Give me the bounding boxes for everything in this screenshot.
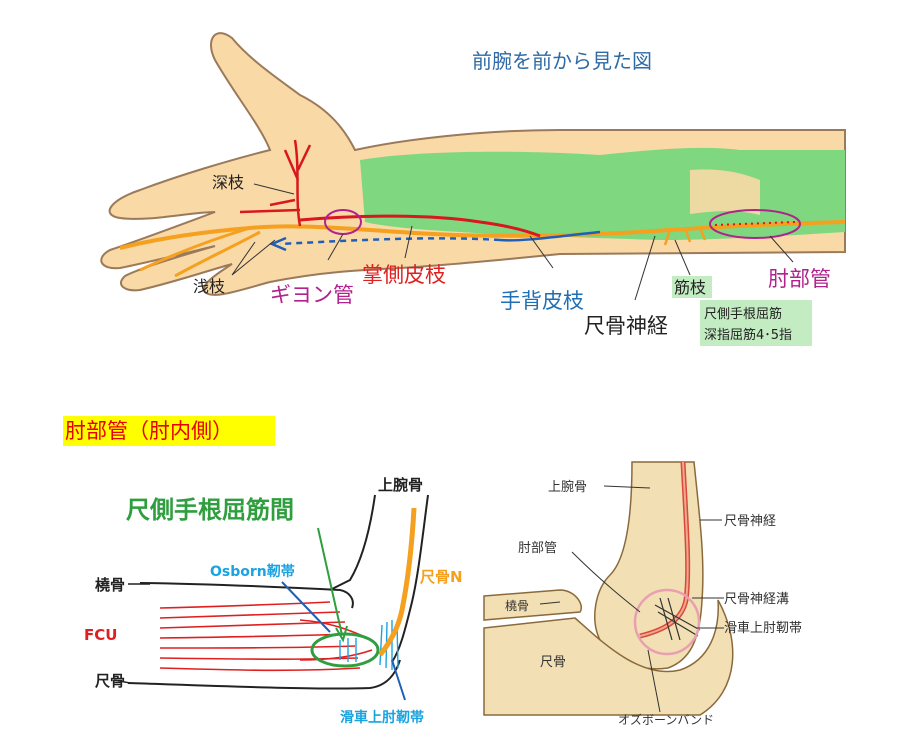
- elbow-diagram-left: 尺側手根屈筋間 上腕骨 Osborn靭帯 尺骨N 橈骨 FCU 尺骨 滑車上肘靭…: [84, 476, 463, 726]
- deep-branch-path: [239, 139, 312, 227]
- right-leader-lines: [539, 485, 724, 713]
- label-palmar-cutaneous: 掌側皮枝: [362, 263, 446, 287]
- right-radius: [483, 589, 582, 621]
- right-label-ulna: 尺骨: [540, 655, 566, 670]
- arrow-trochlear: [391, 659, 406, 701]
- ulnar-branch-lower: [139, 226, 251, 272]
- right-ulna: [483, 599, 734, 716]
- label-cubital-tunnel-top: 肘部管: [768, 267, 831, 291]
- muscular-branches: [663, 227, 707, 246]
- left-label-fcu-heads: 尺側手根屈筋間: [126, 496, 294, 524]
- label-muscle-note-2: 深指屈筋4･5指: [704, 327, 792, 343]
- cubital-dotted: [714, 221, 796, 226]
- label-muscle-note-1: 尺側手根屈筋: [704, 306, 782, 322]
- humerus-outline: [329, 494, 429, 663]
- ulna-outline: [127, 659, 401, 690]
- left-label-trochlear: 滑車上肘靭帯: [340, 709, 424, 726]
- dorsal-cutaneous-arrow: [268, 236, 287, 252]
- muscle-note-bg: [700, 300, 812, 346]
- label-dorsal-cutaneous: 手背皮枝: [500, 289, 584, 313]
- right-label-radius: 橈骨: [505, 599, 529, 613]
- label-deep-branch: 深枝: [212, 173, 244, 192]
- ulnar-nerve-path: [119, 220, 846, 250]
- left-label-radius: 橈骨: [95, 576, 125, 594]
- label-ulnar-nerve: 尺骨神経: [584, 314, 668, 338]
- arrow-osborn: [281, 581, 331, 633]
- elbow-diagram-right: 上腕骨 尺骨神経 肘部管 尺骨神経溝 橈骨 滑車上肘靭帯 尺骨 オズボーンバンド: [483, 461, 802, 727]
- cubital-tunnel-ellipse: [709, 209, 801, 239]
- label-superficial-branch: 浅枝: [193, 277, 225, 296]
- right-label-humerus: 上腕骨: [548, 479, 587, 495]
- dorsal-cutaneous-solid: [499, 230, 601, 242]
- osborne-band-lines: [654, 597, 701, 641]
- right-highlight-circle: [633, 588, 701, 656]
- top-leader-lines: [231, 183, 794, 301]
- right-label-ulnar-groove: 尺骨神経溝: [724, 592, 789, 607]
- arrow-fcu-heads: [317, 527, 343, 636]
- left-label-ulna: 尺骨: [95, 672, 125, 690]
- label-muscular-branch: 筋枝: [674, 278, 706, 297]
- palmar-branch-path: [299, 214, 541, 238]
- left-label-fcu: FCU: [84, 626, 117, 644]
- right-label-trochlear: 滑車上肘靭帯: [724, 621, 802, 636]
- dorsal-cutaneous-dashed: [279, 237, 501, 246]
- forearm-skin-band: [690, 169, 760, 215]
- top-title: 前腕を前から見た図: [472, 49, 652, 73]
- muscular-branch-bg: [672, 276, 712, 298]
- ulnar-branch-low2: [174, 230, 261, 278]
- forearm-figure: 前腕を前から見た図 深枝 浅枝 ギヨン管 掌側皮枝 手背皮枝 尺骨神経 筋枝 肘…: [100, 32, 846, 346]
- left-leader-lines: [113, 583, 150, 684]
- right-label-osborne: オズボーンバンド: [618, 712, 714, 727]
- label-guyon-canal: ギヨン管: [270, 283, 354, 307]
- right-label-ulnar-nerve: 尺骨神経: [724, 514, 776, 529]
- radius-outline: [139, 582, 354, 609]
- left-label-osborn: Osborn靭帯: [210, 563, 295, 580]
- section-title: 肘部管（肘内側）: [63, 416, 275, 446]
- ulnar-nerve-left: [378, 507, 417, 657]
- arrow-fcu-heads-head: [335, 625, 348, 643]
- right-label-cubital-tunnel: 肘部管: [518, 541, 557, 556]
- fcu-heads-ellipse: [310, 632, 380, 668]
- left-label-ulnar-n: 尺骨N: [420, 568, 463, 586]
- left-label-humerus: 上腕骨: [378, 476, 423, 494]
